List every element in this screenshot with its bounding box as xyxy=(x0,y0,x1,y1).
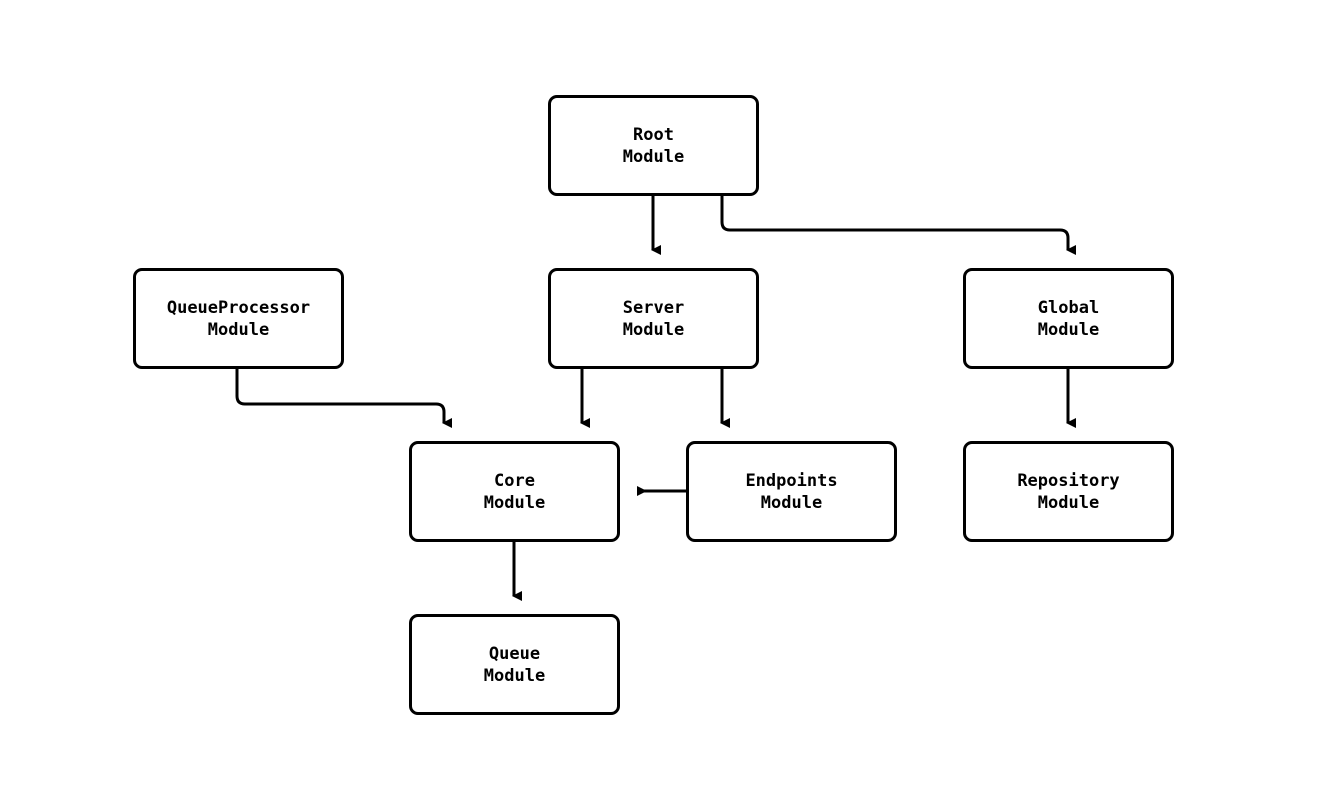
node-endpoints-module-name: Endpoints xyxy=(745,470,838,491)
node-server-module-name: Server xyxy=(622,297,685,318)
node-repository-module[interactable]: Repository Module xyxy=(963,441,1174,542)
node-core-module[interactable]: Core Module xyxy=(409,441,620,542)
node-root-module-suffix: Module xyxy=(622,146,685,167)
node-server-module-suffix: Module xyxy=(622,319,685,340)
node-queueprocessor-module-suffix: Module xyxy=(207,319,270,340)
node-queue-module[interactable]: Queue Module xyxy=(409,614,620,715)
edge-queueprocessor-to-core xyxy=(235,369,452,428)
node-server-module[interactable]: Server Module xyxy=(548,268,759,369)
node-root-module-name: Root xyxy=(633,124,674,145)
node-core-module-suffix: Module xyxy=(483,492,546,513)
node-global-module-suffix: Module xyxy=(1037,319,1100,340)
node-repository-module-name: Repository xyxy=(1017,470,1120,491)
edge-root-to-global xyxy=(720,196,1076,255)
node-endpoints-module[interactable]: Endpoints Module xyxy=(686,441,897,542)
node-global-module-name: Global xyxy=(1037,297,1100,318)
node-queueprocessor-module[interactable]: QueueProcessor Module xyxy=(133,268,344,369)
node-endpoints-module-suffix: Module xyxy=(760,492,823,513)
node-queueprocessor-module-name: QueueProcessor xyxy=(166,297,311,318)
node-queue-module-name: Queue xyxy=(488,643,541,664)
node-root-module[interactable]: Root Module xyxy=(548,95,759,196)
node-repository-module-suffix: Module xyxy=(1037,492,1100,513)
node-queue-module-suffix: Module xyxy=(483,665,546,686)
node-core-module-name: Core xyxy=(494,470,535,491)
node-global-module[interactable]: Global Module xyxy=(963,268,1174,369)
